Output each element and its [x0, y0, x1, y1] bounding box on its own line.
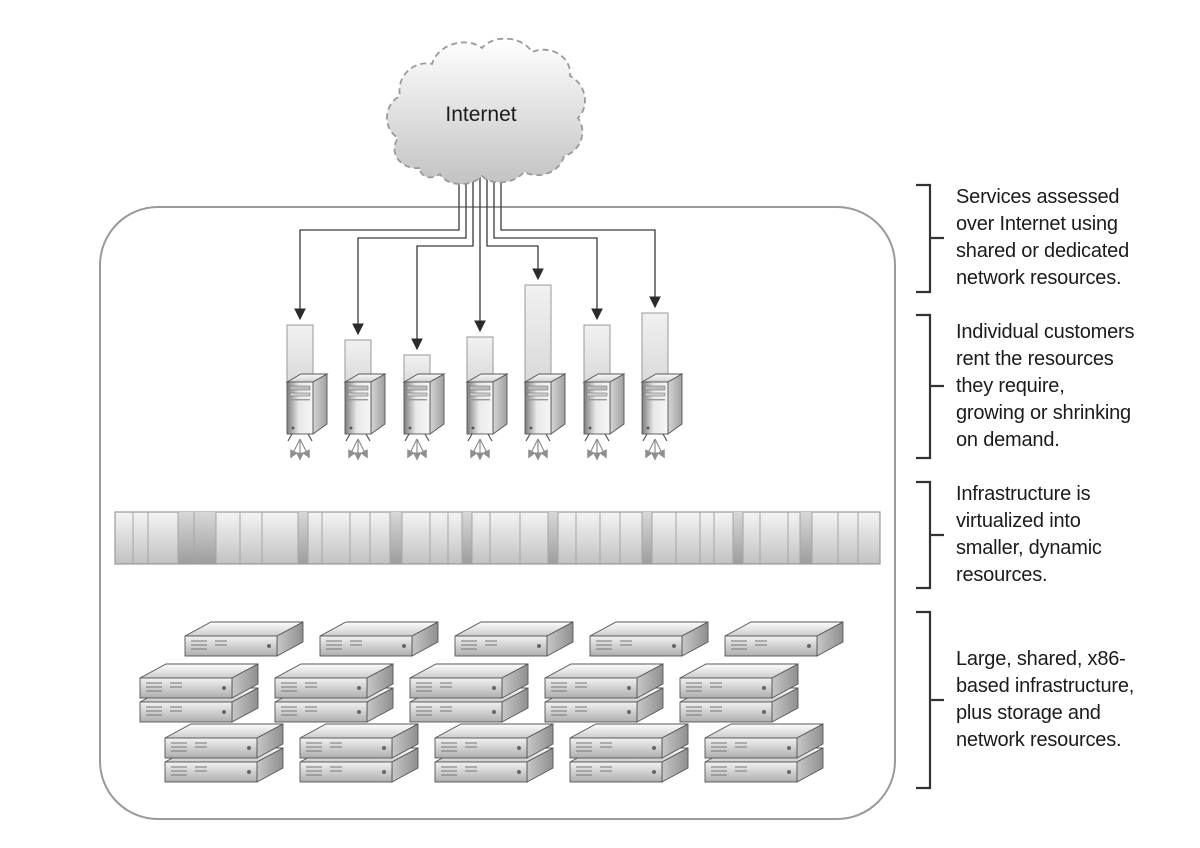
annotation-line: plus storage and [956, 702, 1101, 724]
annotation-line: based infrastructure, [956, 675, 1135, 697]
rack-server-icon [139, 663, 259, 699]
resource-bar [524, 284, 552, 391]
annotation-customers: Individual customers rent the resources … [956, 319, 1188, 454]
rack-server-icon [434, 723, 554, 759]
rack-server-icon [164, 723, 284, 759]
bracket-virtualized [916, 480, 944, 590]
bracket-infrastructure [916, 610, 944, 790]
rack-server-icon [184, 621, 304, 657]
bracket-services [916, 183, 944, 294]
annotation-line: rent the resources [956, 348, 1114, 370]
annotation-virtualized: Infrastructure is virtualized into small… [956, 481, 1188, 589]
annotation-line: growing or shrinking [956, 402, 1131, 424]
rack-server-icon [724, 621, 844, 657]
annotation-line: on demand. [956, 429, 1060, 451]
annotation-line: network resources. [956, 729, 1122, 751]
annotation-services: Services assessed over Internet using sh… [956, 184, 1188, 292]
rack-server-icon [454, 621, 574, 657]
rack-server-icon [299, 723, 419, 759]
annotation-line: network resources. [956, 267, 1122, 289]
annotation-line: over Internet using [956, 213, 1118, 235]
annotation-line: shared or dedicated [956, 240, 1129, 262]
annotation-line: Services assessed [956, 186, 1120, 208]
annotation-infrastructure: Large, shared, x86- based infrastructure… [956, 646, 1188, 754]
rack-server-icon [569, 723, 689, 759]
internet-arrows [294, 150, 661, 351]
annotation-line: virtualized into [956, 510, 1081, 532]
cloud-label: Internet [445, 103, 516, 126]
annotation-brackets [916, 183, 944, 790]
annotation-line: Large, shared, x86- [956, 648, 1126, 670]
rack-server-icon [409, 663, 529, 699]
annotation-line: smaller, dynamic [956, 537, 1102, 559]
bracket-customers [916, 313, 944, 460]
segment-dividers [132, 512, 859, 564]
cloud-icon [386, 37, 586, 185]
physical-server-farm [139, 621, 844, 783]
virtualization-layer [114, 511, 881, 565]
annotation-line: they require, [956, 375, 1065, 397]
rack-server-icon [589, 621, 709, 657]
rack-server-icon [544, 663, 664, 699]
rack-server-icon [319, 621, 439, 657]
rack-server-icon [704, 723, 824, 759]
annotation-line: resources. [956, 564, 1048, 586]
internet-cloud: Internet [386, 37, 586, 185]
annotation-line: Infrastructure is [956, 483, 1091, 505]
annotation-line: Individual customers [956, 321, 1135, 343]
rack-server-icon [679, 663, 799, 699]
rack-server-icon [274, 663, 394, 699]
